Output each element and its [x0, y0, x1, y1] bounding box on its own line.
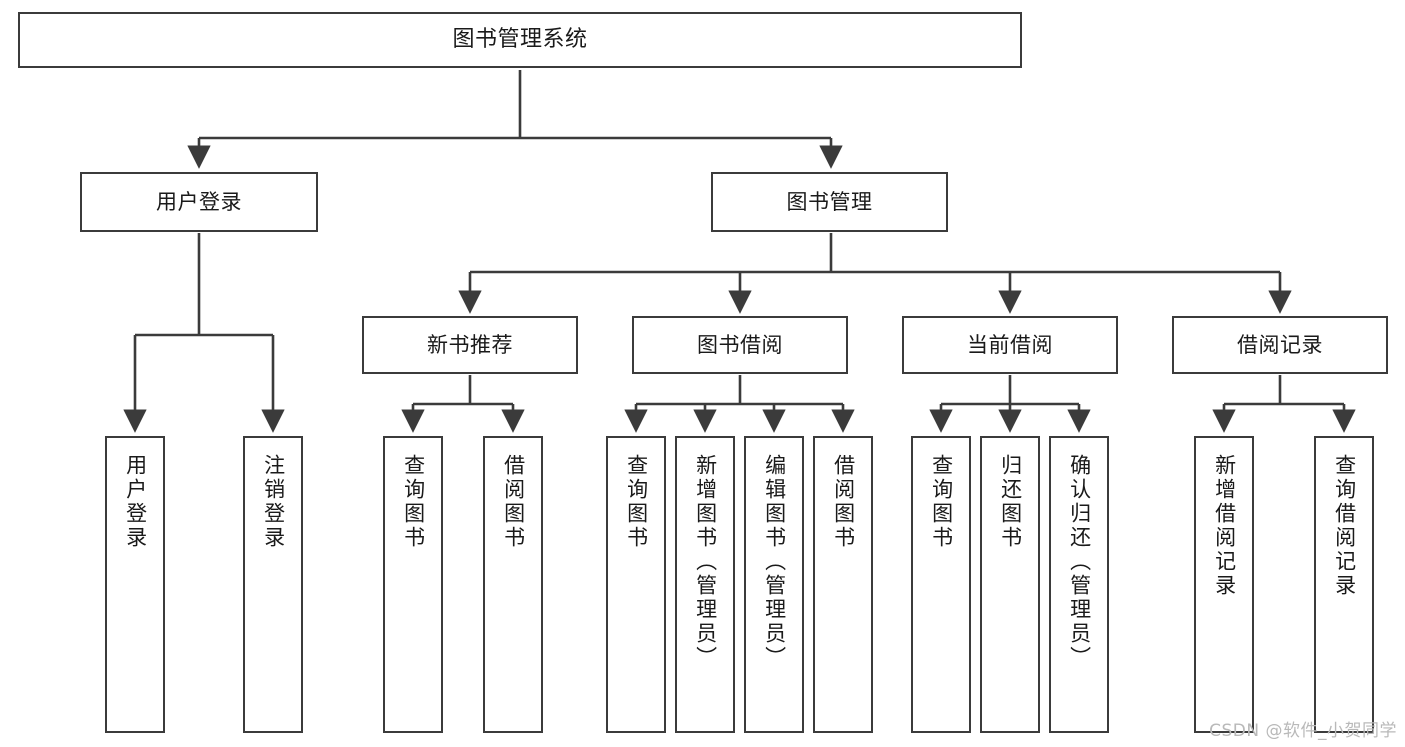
- node-leaf-return-book-label: 归还图书: [998, 454, 1023, 550]
- node-leaf-add-record[interactable]: 新增借阅记录: [1194, 436, 1254, 733]
- node-leaf-logout[interactable]: 注销登录: [243, 436, 303, 733]
- csdn-watermark: CSDN @软件_小贺同学: [1209, 721, 1397, 741]
- node-current-borrow-label: 当前借阅: [967, 332, 1053, 357]
- node-root[interactable]: 图书管理系统: [18, 12, 1022, 68]
- node-leaf-borrow-book-1[interactable]: 借阅图书: [483, 436, 543, 733]
- node-leaf-add-book-label: 新增图书（管理员）: [693, 454, 718, 670]
- node-leaf-query-book-1[interactable]: 查询图书: [383, 436, 443, 733]
- node-leaf-query-book-2[interactable]: 查询图书: [606, 436, 666, 733]
- node-leaf-user-login-label: 用户登录: [123, 454, 148, 550]
- node-new-book-rec[interactable]: 新书推荐: [362, 316, 578, 374]
- node-leaf-query-record[interactable]: 查询借阅记录: [1314, 436, 1374, 733]
- node-leaf-edit-book-label: 编辑图书（管理员）: [762, 454, 787, 670]
- node-leaf-confirm-return-label: 确认归还（管理员）: [1067, 454, 1092, 670]
- node-leaf-query-record-label: 查询借阅记录: [1332, 454, 1357, 598]
- node-leaf-edit-book[interactable]: 编辑图书（管理员）: [744, 436, 804, 733]
- node-leaf-confirm-return[interactable]: 确认归还（管理员）: [1049, 436, 1109, 733]
- node-leaf-query-book-2-label: 查询图书: [624, 454, 649, 550]
- node-leaf-query-book-3-label: 查询图书: [929, 454, 954, 550]
- node-leaf-logout-label: 注销登录: [261, 454, 286, 550]
- node-leaf-add-book[interactable]: 新增图书（管理员）: [675, 436, 735, 733]
- node-book-borrow[interactable]: 图书借阅: [632, 316, 848, 374]
- node-book-manage[interactable]: 图书管理: [711, 172, 948, 232]
- node-borrow-record-label: 借阅记录: [1237, 332, 1323, 357]
- node-leaf-borrow-book-2-label: 借阅图书: [831, 454, 856, 550]
- node-root-label: 图书管理系统: [452, 27, 588, 53]
- node-book-manage-label: 图书管理: [786, 189, 873, 214]
- node-leaf-return-book[interactable]: 归还图书: [980, 436, 1040, 733]
- node-current-borrow[interactable]: 当前借阅: [902, 316, 1118, 374]
- node-borrow-record[interactable]: 借阅记录: [1172, 316, 1388, 374]
- node-leaf-query-book-3[interactable]: 查询图书: [911, 436, 971, 733]
- node-book-borrow-label: 图书借阅: [697, 332, 783, 357]
- node-leaf-borrow-book-2[interactable]: 借阅图书: [813, 436, 873, 733]
- node-leaf-query-book-1-label: 查询图书: [401, 454, 426, 550]
- node-user-login[interactable]: 用户登录: [80, 172, 318, 232]
- node-leaf-borrow-book-1-label: 借阅图书: [501, 454, 526, 550]
- node-leaf-user-login[interactable]: 用户登录: [105, 436, 165, 733]
- node-leaf-add-record-label: 新增借阅记录: [1212, 454, 1237, 598]
- node-new-book-rec-label: 新书推荐: [427, 332, 513, 357]
- node-user-login-label: 用户登录: [156, 189, 242, 214]
